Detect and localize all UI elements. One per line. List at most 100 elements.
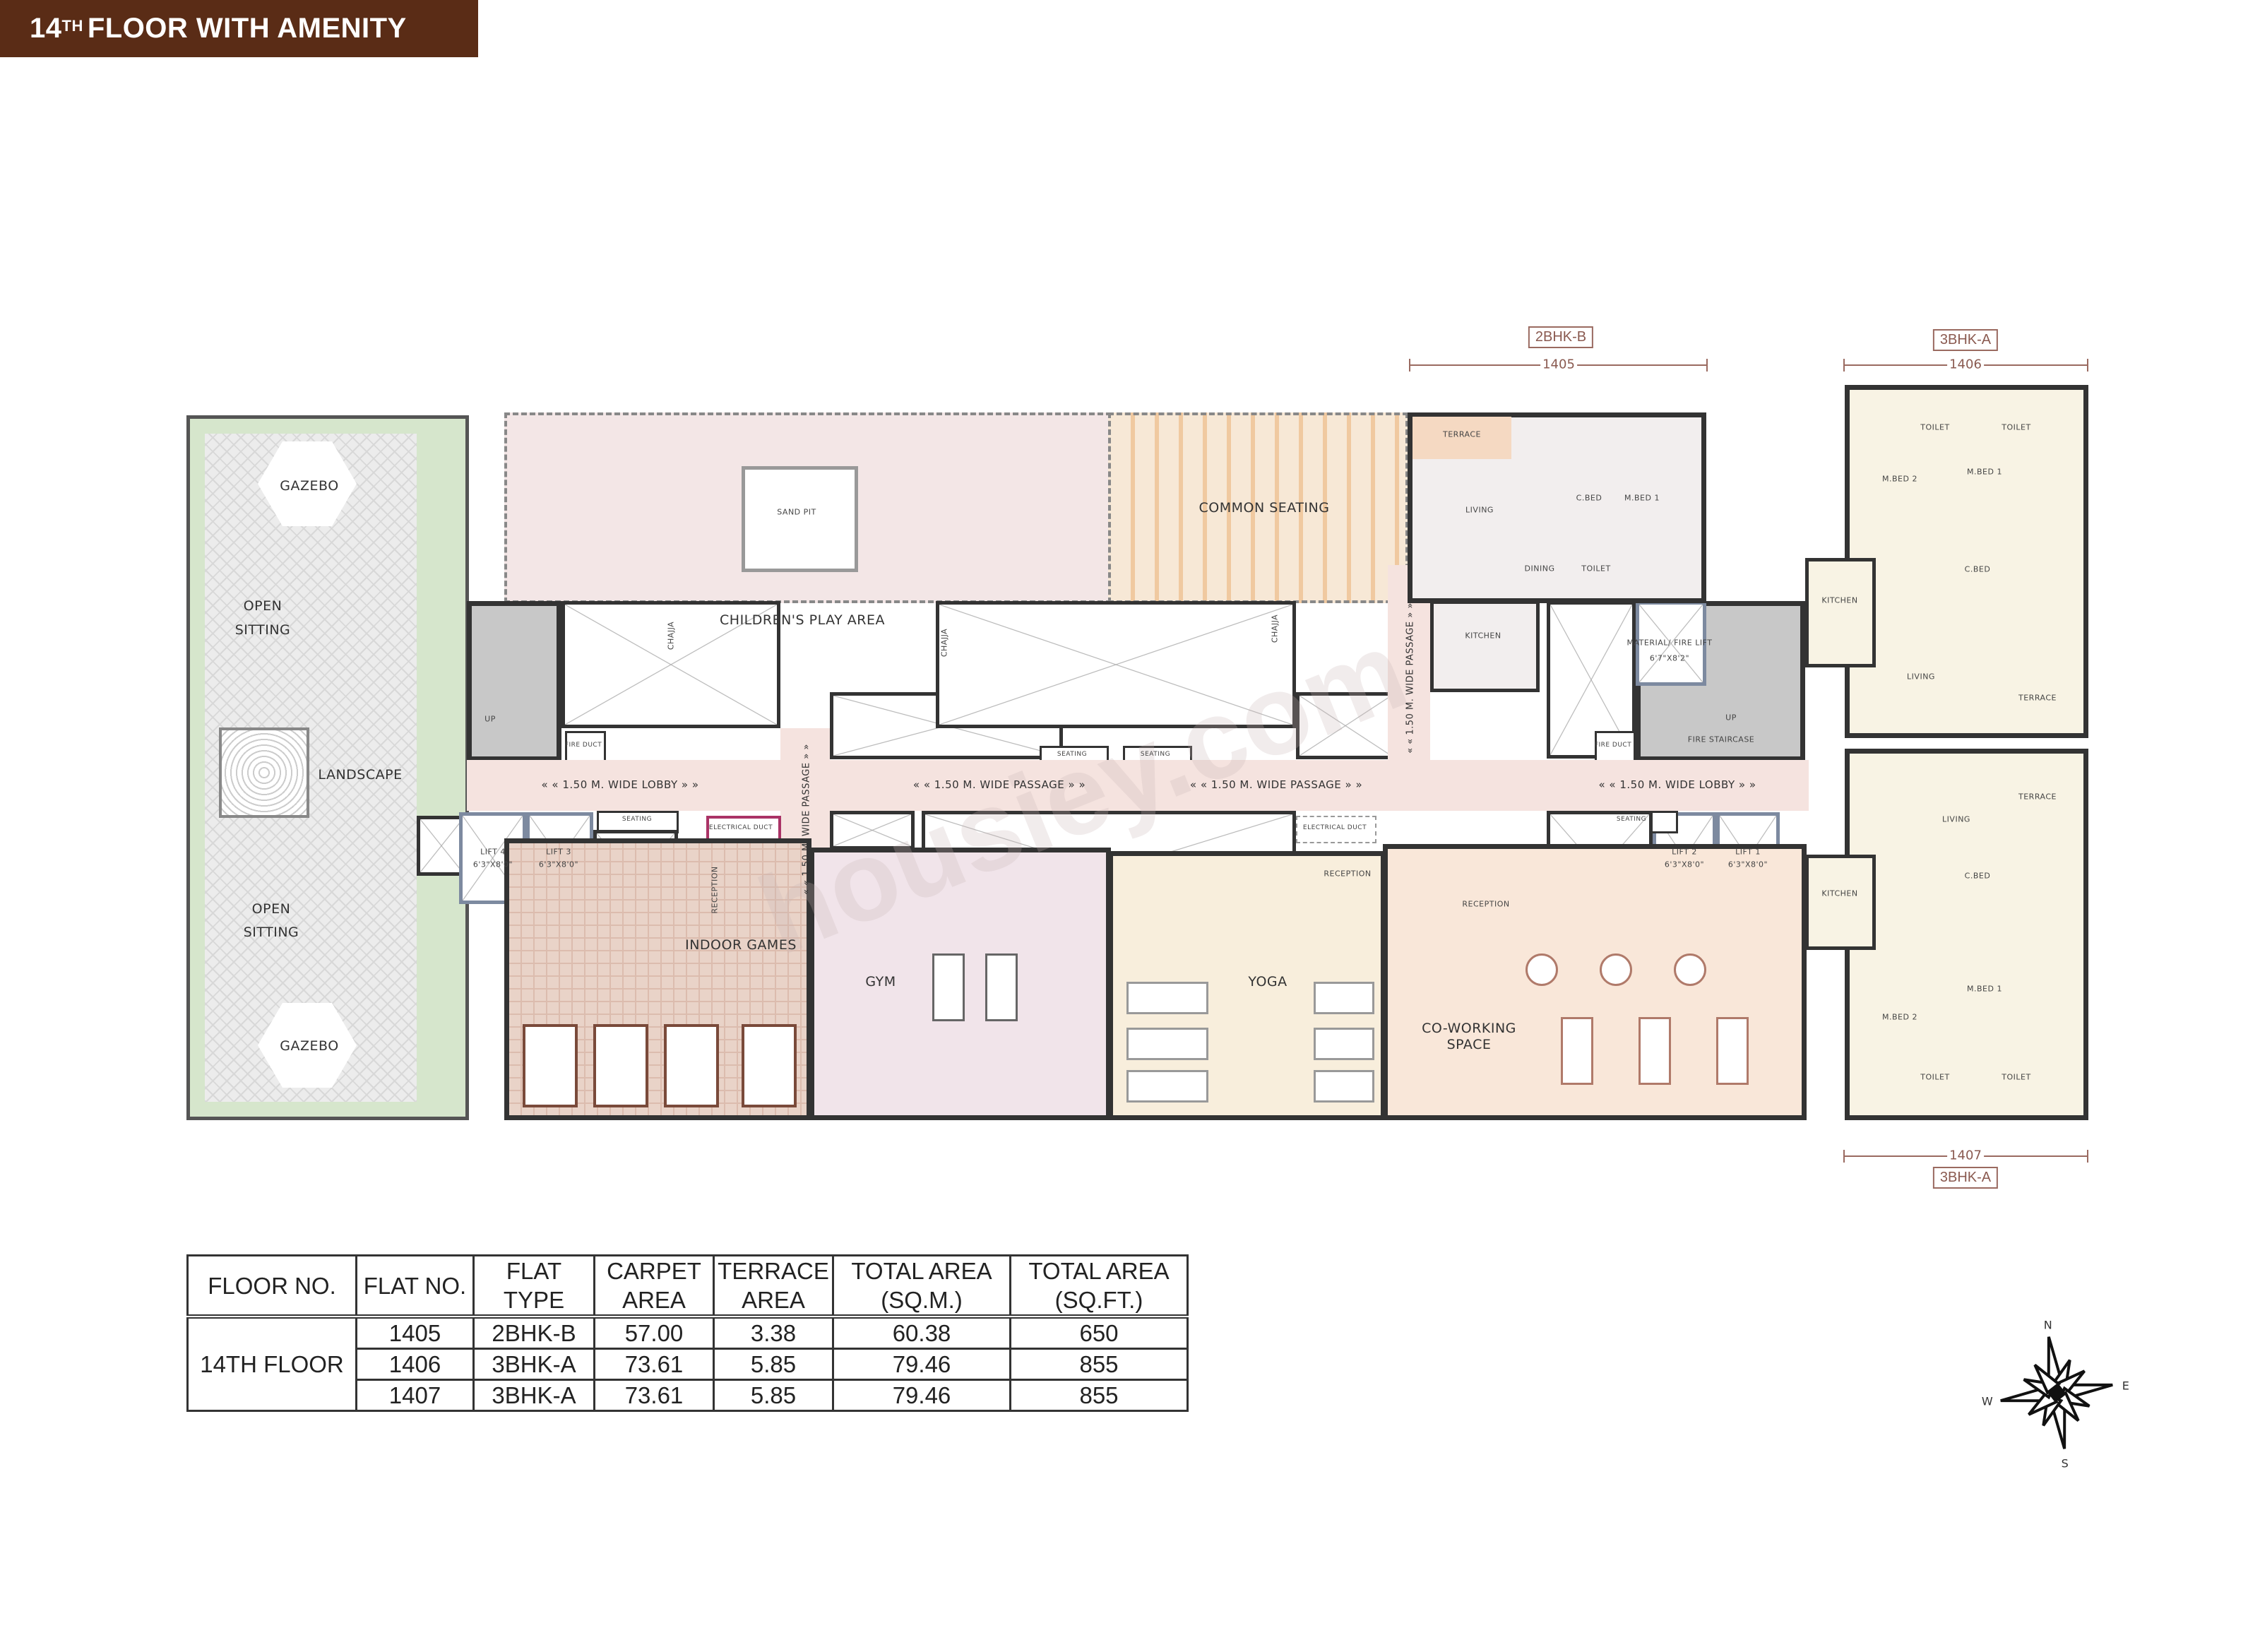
passage-label: « « 1.50 M. WIDE PASSAGE » »: [801, 744, 812, 895]
round-table: [1674, 953, 1706, 986]
electrical-duct-label: ELECTRICAL DUCT: [1302, 824, 1367, 831]
title-text: FLOOR WITH AMENITY: [87, 13, 407, 44]
yoga-mat: [1314, 1028, 1374, 1060]
kitchen-label: KITCHEN: [1821, 595, 1858, 605]
material-fire-lift: [1636, 601, 1706, 686]
toilet-label: TOILET: [2002, 1072, 2031, 1082]
flat-cell: 1407: [355, 1379, 475, 1412]
co-working-label: SPACE: [1446, 1037, 1492, 1052]
gazebo-bottom: [258, 1003, 357, 1088]
terrace-label: TERRACE: [2018, 693, 2057, 703]
void: [417, 816, 466, 876]
compass-rose: N E S W: [1982, 1319, 2129, 1470]
compass-south: S: [2061, 1456, 2069, 1470]
flat-number: 1407: [1947, 1148, 1984, 1163]
sqm-cell: 60.38: [832, 1315, 1011, 1350]
round-table: [1600, 953, 1632, 986]
terrace-cell: 5.85: [713, 1379, 834, 1412]
kitchen-label: KITCHEN: [1821, 889, 1858, 898]
lift-4-label: LIFT 4: [480, 847, 506, 857]
lobby-label: « « 1.50 M. WIDE LOBBY » »: [1598, 778, 1756, 791]
passage-label: « « 1.50 M. WIDE PASSAGE » »: [1189, 778, 1363, 791]
yoga-label: YOGA: [1248, 974, 1287, 990]
c-bed-label: C.BED: [1964, 564, 1991, 574]
open-sitting-label: SITTING: [243, 925, 299, 940]
lobby-label: « « 1.50 M. WIDE LOBBY » »: [541, 778, 699, 791]
work-table: [1716, 1017, 1749, 1085]
lift-2-size: 6'3"X8'0": [1664, 860, 1705, 869]
void: [561, 601, 780, 728]
terrace-cell: 5.85: [713, 1348, 834, 1381]
seating-label: SEATING: [1140, 751, 1171, 758]
dining-label: DINING: [1524, 564, 1555, 574]
sqft-cell: 650: [1009, 1315, 1189, 1350]
unit-1407-kitchen: [1805, 855, 1876, 950]
passage-label: « « 1.50 M. WIDE PASSAGE » »: [912, 778, 1086, 791]
title-superscript: TH: [61, 16, 83, 35]
m-bed-label: M.BED 1: [1967, 467, 2002, 477]
table-row: 1406 3BHK-A 73.61 5.85 79.46 855: [188, 1348, 1189, 1381]
common-seating-area: [1108, 412, 1408, 603]
m-bed-label: M.BED 1: [1624, 493, 1660, 503]
terrace-cell: 3.38: [713, 1315, 834, 1350]
compass-north: N: [2043, 1318, 2053, 1332]
unit-type-tag: 3BHK-A: [1932, 329, 1999, 351]
seating-label: SEATING: [1057, 751, 1088, 758]
co-working-label: CO-WORKING: [1422, 1021, 1516, 1036]
table-row: 14TH FLOOR 1405 2BHK-B 57.00 3.38 60.38 …: [186, 1315, 1189, 1412]
unit-1406: [1845, 385, 2088, 738]
pool-table: [664, 1024, 719, 1107]
lobby-passage: [467, 760, 1809, 811]
sqft-cell: 855: [1009, 1348, 1189, 1381]
gazebo-label: GAZEBO: [280, 1038, 339, 1054]
col-total-sqft: TOTAL AREA(SQ.FT.): [1009, 1254, 1189, 1319]
table-row: 1407 3BHK-A 73.61 5.85 79.46 855: [188, 1379, 1189, 1412]
lift-3-size: 6'3"X8'0": [538, 860, 579, 869]
pool-table: [593, 1024, 648, 1107]
pool-table: [523, 1024, 578, 1107]
col-flat-no: FLAT NO.: [355, 1254, 475, 1319]
fire-duct-label: FIRE DUCT: [1594, 742, 1632, 749]
floor-cell: 14TH FLOOR: [186, 1315, 357, 1412]
compass-east: E: [2122, 1379, 2130, 1393]
unit-1407: [1845, 749, 2088, 1120]
up-label: UP: [484, 714, 496, 724]
flat-cell: 1405: [355, 1315, 475, 1350]
carpet-cell: 73.61: [593, 1379, 715, 1412]
living-label: LIVING: [1942, 814, 1970, 824]
carpet-cell: 57.00: [593, 1315, 715, 1350]
living-label: LIVING: [1907, 672, 1935, 682]
toilet-label: TOILET: [1920, 422, 1950, 432]
landscape-paving: [205, 434, 417, 1102]
common-seating-label: COMMON SEATING: [1199, 500, 1330, 516]
void: [1547, 601, 1636, 759]
carpet-cell: 73.61: [593, 1348, 715, 1381]
staircase-left: [467, 601, 561, 761]
type-cell: 3BHK-A: [472, 1379, 595, 1412]
toilet-label: TOILET: [1920, 1072, 1950, 1082]
yoga-mat: [1126, 1028, 1208, 1060]
material-fire-lift-label: MATERIAL/ FIRE LIFT: [1626, 638, 1713, 648]
reception-label: RECEPTION: [1462, 899, 1510, 909]
lift-1-label: LIFT 1: [1735, 847, 1761, 857]
lift-4-size: 6'3"X8'0": [472, 860, 513, 869]
indoor-games-label: INDOOR GAMES: [685, 937, 797, 953]
gazebo-label: GAZEBO: [280, 478, 339, 494]
open-sitting-label: SITTING: [234, 622, 291, 638]
flat-cell: 1406: [355, 1348, 475, 1381]
treadmill: [932, 953, 965, 1021]
reception-label: RECEPTION: [1324, 869, 1372, 879]
open-sitting-label: OPEN: [243, 598, 282, 614]
void: [830, 811, 915, 850]
col-total-sqm: TOTAL AREA(SQ.M.): [832, 1254, 1011, 1319]
unit-1405-kitchen: [1430, 600, 1540, 692]
reception-label: RECEPTION: [710, 866, 720, 914]
electrical-duct: [1296, 816, 1376, 843]
toilet-label: TOILET: [2002, 422, 2031, 432]
terrace-label: TERRACE: [2018, 792, 2057, 802]
fire-duct-label: FIRE DUCT: [564, 742, 602, 749]
sqm-cell: 79.46: [832, 1348, 1011, 1381]
